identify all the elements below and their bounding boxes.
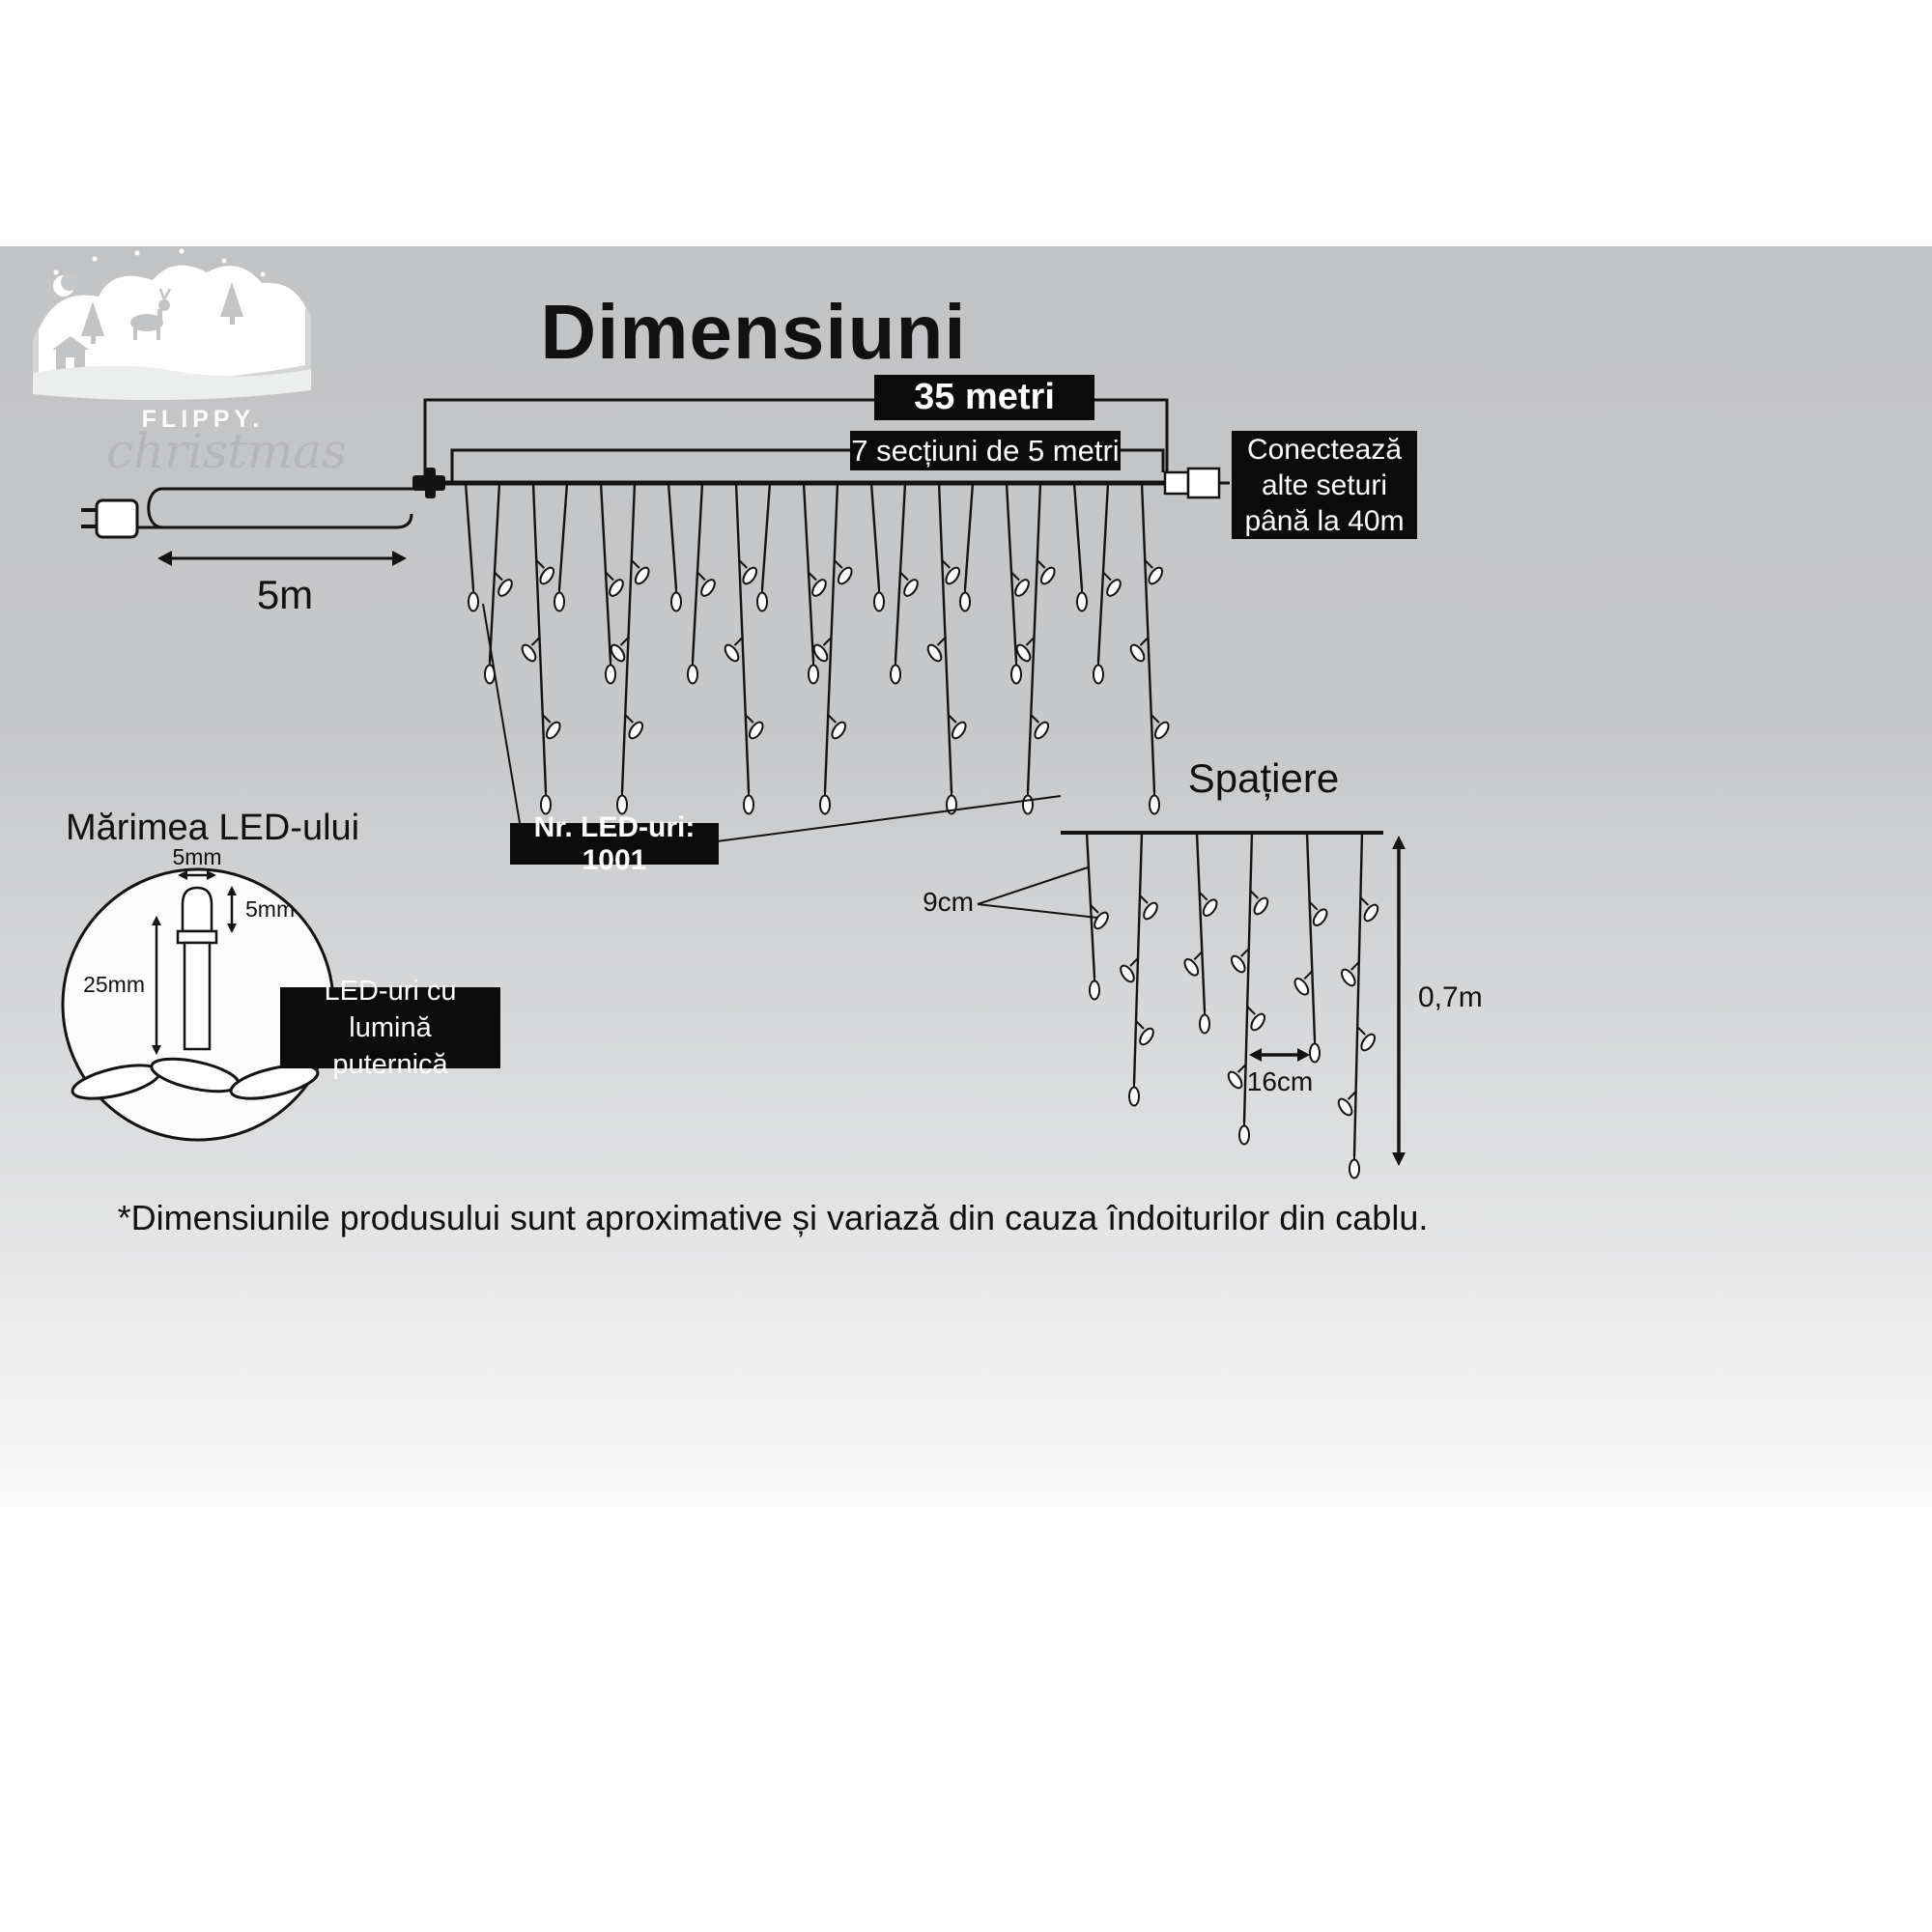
led-bulb-drawing (176, 886, 218, 1051)
connector-note-line3: până la 40m (1244, 504, 1405, 537)
sections-badge: 7 secțiuni de 5 metri (850, 431, 1121, 470)
led-note-line1: LED-uri cu lumină (324, 976, 457, 1043)
led-width-label: 5mm (172, 844, 222, 869)
logo-brand-text: FLIPPY. (141, 406, 265, 433)
logo-winter-scene-icon (33, 248, 311, 401)
led-count-leader-right (716, 795, 1062, 842)
footnote: *Dimensiunile produsului sunt aproximati… (117, 1198, 1429, 1237)
bracket-7-sections (450, 448, 1165, 481)
start-connector-icon (412, 468, 445, 498)
led-count-badge: Nr. LED-uri: 1001 (510, 811, 719, 876)
connector-note-line2: alte seturi (1261, 469, 1388, 501)
bracket-35m (423, 398, 1169, 479)
lead-length-arrow (157, 551, 407, 566)
drop-height-arrow (1392, 836, 1406, 1166)
led-note-line2: puternică (332, 1049, 448, 1080)
led-body-height-label: 25mm (83, 972, 145, 997)
page-title: Dimensiuni (540, 289, 967, 375)
twisted-wire-icon (71, 1057, 320, 1100)
led-bulb-height-arrow (227, 886, 237, 933)
house-icon (52, 336, 89, 371)
drop-gap-label: 16cm (1246, 1066, 1314, 1096)
drop-height-label: 0,7m (1418, 981, 1483, 1013)
end-connector-icon (1163, 467, 1230, 499)
bulb-gap-leaders (977, 867, 1098, 919)
power-plug-icon (81, 498, 139, 539)
logo-sub-text: christmas (106, 423, 347, 479)
lead-length-label: 5m (256, 572, 314, 617)
spacing-heading: Spațiere (1187, 755, 1340, 801)
connector-note-line1: Conectează (1246, 433, 1403, 466)
led-brightness-note-box: LED-uri cu lumină puternică (280, 976, 500, 1080)
drop-gap-arrow (1249, 1048, 1310, 1062)
bulb-gap-label: 9cm (923, 887, 974, 917)
led-bulb-height-label: 5mm (245, 896, 296, 922)
spacing-drops (1085, 832, 1379, 1179)
icicle-curtain (464, 482, 1170, 815)
led-width-arrow (178, 870, 216, 880)
led-count-leader-left (482, 603, 521, 824)
led-body-height-arrow (152, 916, 161, 1055)
total-length-badge: 35 metri (874, 375, 1094, 420)
connector-note-box: Conectează alte seturi până la 40m (1232, 431, 1417, 539)
lead-wire-coil (147, 487, 423, 529)
deer-icon (130, 288, 172, 340)
led-size-heading: Mărimea LED-ului (66, 808, 360, 848)
